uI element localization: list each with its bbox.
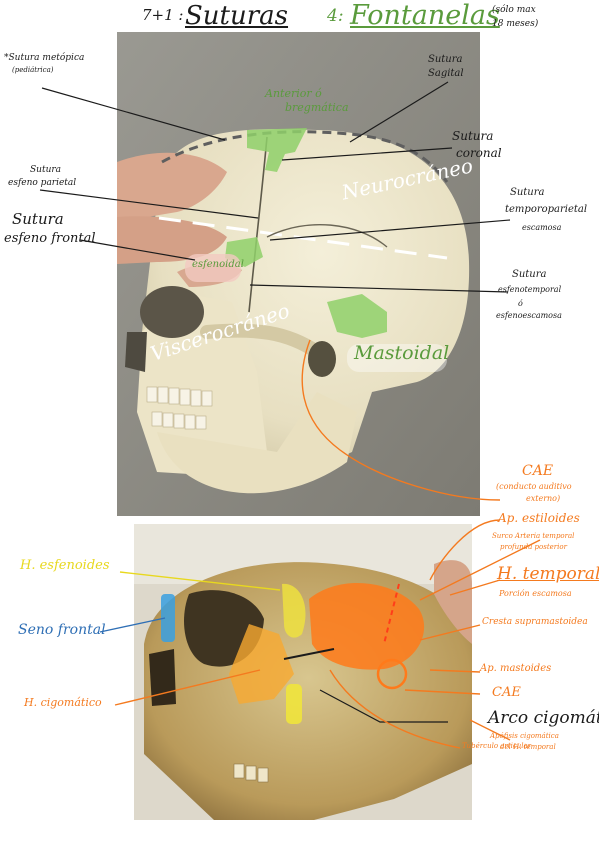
- label-cigomatico: H. cigomático: [24, 696, 102, 709]
- label-apofisis-line2: del H. temporal: [500, 743, 556, 751]
- label-cresta: Cresta supramastoidea: [482, 617, 588, 627]
- label-esfenoparietal-line1: Sutura: [30, 165, 62, 175]
- fontanelas-prefix: 4:: [327, 6, 344, 26]
- label-estiloides: Ap. estiloides: [498, 511, 580, 525]
- label-mastoides: Ap. mastoides: [480, 663, 552, 674]
- skull-lateral-photo: [117, 32, 480, 516]
- label-cae-line1: CAE: [522, 463, 554, 479]
- label-esfenofrontal-line2: esfeno frontal: [4, 231, 96, 246]
- note-line1: (sólo max: [492, 5, 536, 15]
- label-coronal-line2: coronal: [456, 146, 502, 160]
- label-esfenofrontal-line1: Sutura: [12, 210, 64, 228]
- label-esfenotemporal-line2: esfenotemporal: [498, 285, 562, 294]
- header-prefix: 7+1 :: [142, 6, 184, 24]
- title-sutures: Suturas: [185, 1, 289, 31]
- label-anterior-line1: Anterior ó: [265, 87, 322, 100]
- label-sagital-line2: Sagital: [428, 68, 464, 79]
- label-temporoparietal-line2: temporoparietal: [505, 204, 588, 215]
- label-surco-line1: Surco Arteria temporal: [492, 532, 575, 540]
- label-surco-line2: profunda posterior: [500, 543, 567, 551]
- label-temporoparietal-line3: escamosa: [522, 223, 562, 232]
- label-metopica-line2: (pediátrica): [12, 66, 54, 74]
- label-cae-bottom: CAE: [492, 685, 521, 700]
- label-temporoparietal-line1: Sutura: [510, 187, 545, 198]
- label-sagital-line1: Sutura: [428, 54, 463, 65]
- label-anterior-line2: bregmática: [285, 101, 349, 114]
- skull-lateral-drawing: [117, 32, 480, 516]
- label-mastoidal: Mastoidal: [354, 342, 450, 364]
- label-metopica-line1: *Sutura metópica: [4, 53, 85, 63]
- label-esfenoidal: esfenoidal: [192, 259, 244, 270]
- label-esfenotemporal-line4: esfenoescamosa: [496, 311, 562, 320]
- label-apofisis-line1: Apófisis cigomática: [490, 732, 559, 740]
- title-fontanelas: Fontanelas: [350, 0, 500, 31]
- label-tuberculo: Tubérculo articular: [462, 742, 532, 750]
- label-esfenoparietal-line2: esfeno parietal: [8, 178, 77, 188]
- label-arco: Arco cigomático: [488, 708, 599, 728]
- note-line2: 18 meses): [492, 19, 539, 29]
- skull-bones-drawing: [134, 524, 472, 820]
- label-seno-frontal: Seno frontal: [18, 622, 106, 638]
- label-coronal-line1: Sutura: [452, 129, 494, 143]
- skull-bones-photo: [134, 524, 472, 820]
- label-esfenotemporal-line3: ó: [518, 299, 523, 308]
- label-porcion: Porción escamosa: [499, 589, 572, 598]
- label-cae-line3: externo): [526, 494, 561, 503]
- label-esfenotemporal-line1: Sutura: [512, 269, 547, 280]
- label-temporal: H. temporal: [497, 564, 599, 584]
- label-esfenoides: H. esfenoides: [20, 558, 110, 573]
- label-cae-line2: (conducto auditivo: [496, 482, 572, 491]
